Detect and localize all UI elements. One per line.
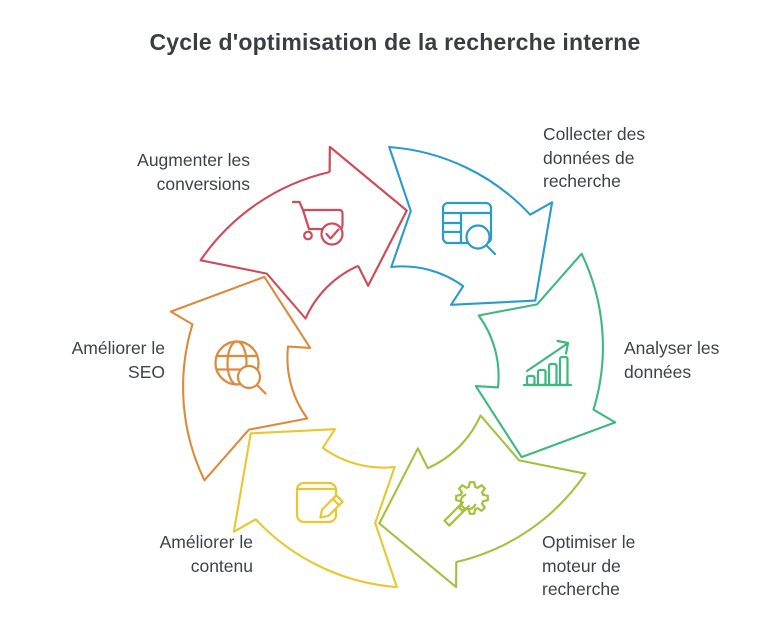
globe-search-icon [214, 340, 267, 395]
cycle-arrows [169, 145, 617, 589]
arrow-head-patch [329, 146, 407, 286]
label-line: contenu [190, 555, 253, 576]
label-line: recherche [542, 579, 620, 599]
label-line: Analyser les [624, 338, 720, 358]
label-line: recherche [543, 171, 621, 191]
arrow-head-patch-edge [328, 145, 408, 287]
label-line: Augmenter les [137, 150, 250, 170]
label-collect-data: Collecter des données de recherche [543, 123, 645, 194]
label-line: Améliorer le [159, 532, 253, 552]
label-line: conversions [156, 173, 250, 194]
label-line: Améliorer le [71, 338, 165, 358]
page-title: Cycle d'optimisation de la recherche int… [149, 29, 641, 55]
gear-wrench-icon [443, 481, 489, 527]
cycle-icons [214, 200, 573, 527]
arrow-analyze-data [474, 252, 617, 459]
gear-shape [455, 481, 489, 515]
label-line: SEO [128, 361, 165, 382]
arrow-improve-content [232, 428, 398, 589]
table-search-icon [441, 201, 497, 256]
arrow-collect-data [388, 145, 554, 306]
label-line: Optimiser le [542, 532, 636, 552]
label-line: moteur de [542, 555, 621, 576]
bar-chart-growth-icon [522, 339, 573, 387]
label-line: données [624, 361, 692, 382]
label-line: données de [543, 147, 635, 168]
label-improve-content: Améliorer le contenu [160, 531, 253, 578]
label-optimize-search-engine: Optimiser le moteur de recherche [542, 531, 635, 602]
label-increase-conversions: Augmenter les conversions [137, 149, 250, 196]
label-line: Collecter des [543, 124, 646, 144]
label-improve-seo: Améliorer le SEO [72, 337, 165, 384]
label-analyze-data: Analyser les données [624, 337, 719, 384]
book-pencil-icon [295, 481, 344, 524]
cart-check-icon [291, 200, 344, 246]
